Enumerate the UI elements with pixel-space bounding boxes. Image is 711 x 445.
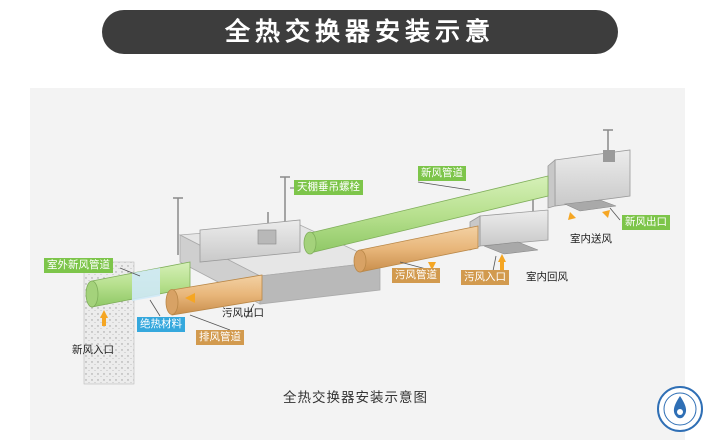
hanger-bolt-label: 天棚垂吊螺栓 <box>294 180 363 195</box>
exhaust-pipe-label: 排风管道 <box>196 330 244 345</box>
dirty-air-inlet-label: 污风入口 <box>461 270 509 285</box>
insulation-label: 绝热材料 <box>137 317 185 332</box>
room-supply-label: 室内送风 <box>570 233 612 245</box>
fresh-air-duct-label: 新风管道 <box>418 166 466 181</box>
emblem-icon <box>657 386 703 432</box>
installation-diagram <box>30 88 685 440</box>
exhaust-duct-label: 污风管道 <box>392 268 440 283</box>
title-banner: 全热交换器安装示意 <box>102 10 618 54</box>
exhaust-air-duct <box>353 225 479 273</box>
outdoor-fresh-duct-label: 室外新风管道 <box>44 258 113 273</box>
fresh-air-duct <box>303 175 549 255</box>
exhaust-pipe <box>165 274 263 316</box>
leader-lines <box>119 181 621 331</box>
insulation-layer <box>132 268 160 301</box>
fresh-air-outlet-label: 新风出口 <box>622 215 670 230</box>
airflow-arrows <box>100 210 610 326</box>
room-return-label: 室内回风 <box>526 271 568 283</box>
supply-air-box <box>547 149 631 212</box>
diagram-caption: 全热交换器安装示意图 <box>283 390 428 406</box>
dirty-air-outlet-label: 污风出口 <box>222 307 264 319</box>
fresh-air-inlet-label: 新风入口 <box>72 344 114 356</box>
